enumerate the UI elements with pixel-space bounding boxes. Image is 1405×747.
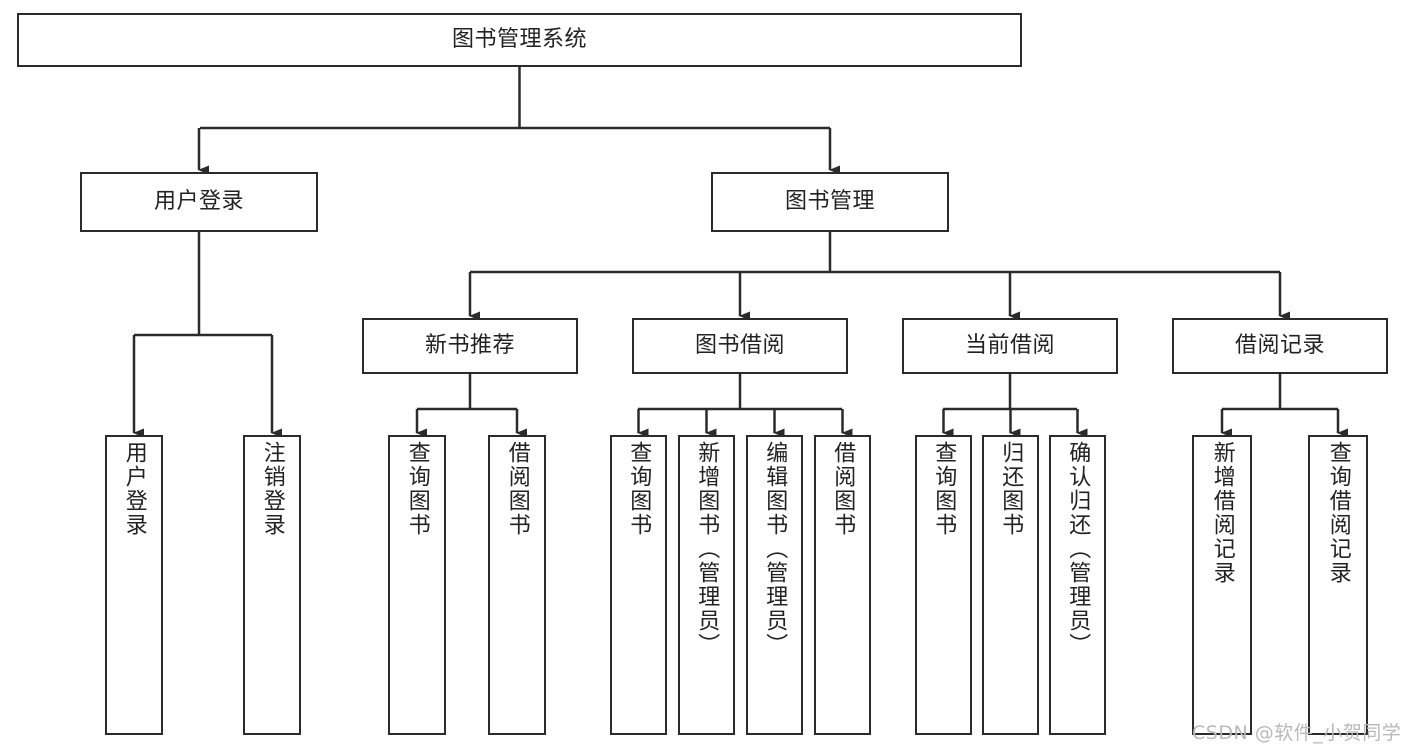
node-leaf-borrow-book-2[interactable]: 借阅图书 (814, 435, 871, 735)
node-label: 图书管理系统 (451, 26, 587, 52)
node-label: 查询图书 (404, 441, 430, 537)
node-label: 查询图书 (626, 441, 652, 537)
node-label: 新书推荐 (424, 332, 515, 358)
node-label: 图书管理 (784, 188, 875, 214)
node-user-login[interactable]: 用户登录 (80, 172, 318, 232)
node-leaf-add-book[interactable]: 新增图书（管理员） (678, 435, 735, 735)
node-leaf-confirm-return[interactable]: 确认归还（管理员） (1049, 435, 1106, 735)
node-label: 图书借阅 (694, 332, 785, 358)
node-book-borrow[interactable]: 图书借阅 (632, 318, 848, 374)
node-leaf-return-book[interactable]: 归还图书 (982, 435, 1039, 735)
node-label: 借阅记录 (1234, 332, 1325, 358)
csdn-watermark: CSDN @软件_小贺同学 (1192, 722, 1402, 744)
node-current-borrow[interactable]: 当前借阅 (902, 318, 1118, 374)
node-label: 用户登录 (153, 188, 244, 214)
node-leaf-user-logout[interactable]: 注销登录 (243, 435, 301, 735)
node-leaf-add-record[interactable]: 新增借阅记录 (1192, 435, 1252, 735)
node-label: 用户登录 (121, 441, 147, 537)
node-label: 查询图书 (931, 441, 957, 537)
node-leaf-borrow-book-1[interactable]: 借阅图书 (488, 435, 546, 735)
node-leaf-query-book-1[interactable]: 查询图书 (388, 435, 446, 735)
node-book-manage[interactable]: 图书管理 (711, 172, 949, 232)
node-label: 编辑图书（管理员） (762, 441, 788, 657)
node-label: 借阅图书 (504, 441, 530, 537)
node-label: 当前借阅 (964, 332, 1055, 358)
node-label: 查询借阅记录 (1325, 441, 1351, 585)
node-borrow-record[interactable]: 借阅记录 (1172, 318, 1388, 374)
node-new-book-recommend[interactable]: 新书推荐 (362, 318, 578, 374)
node-leaf-user-login[interactable]: 用户登录 (105, 435, 163, 735)
node-label: 新增图书（管理员） (694, 441, 720, 657)
node-leaf-query-book-2[interactable]: 查询图书 (610, 435, 667, 735)
node-leaf-edit-book[interactable]: 编辑图书（管理员） (746, 435, 803, 735)
node-leaf-query-record[interactable]: 查询借阅记录 (1308, 435, 1368, 735)
node-label: 归还图书 (998, 441, 1024, 537)
node-label: 注销登录 (259, 441, 285, 537)
node-leaf-query-book-3[interactable]: 查询图书 (915, 435, 972, 735)
node-label: 新增借阅记录 (1209, 441, 1235, 585)
node-label: 借阅图书 (830, 441, 856, 537)
node-label: 确认归还（管理员） (1065, 441, 1091, 657)
node-root[interactable]: 图书管理系统 (17, 13, 1022, 67)
